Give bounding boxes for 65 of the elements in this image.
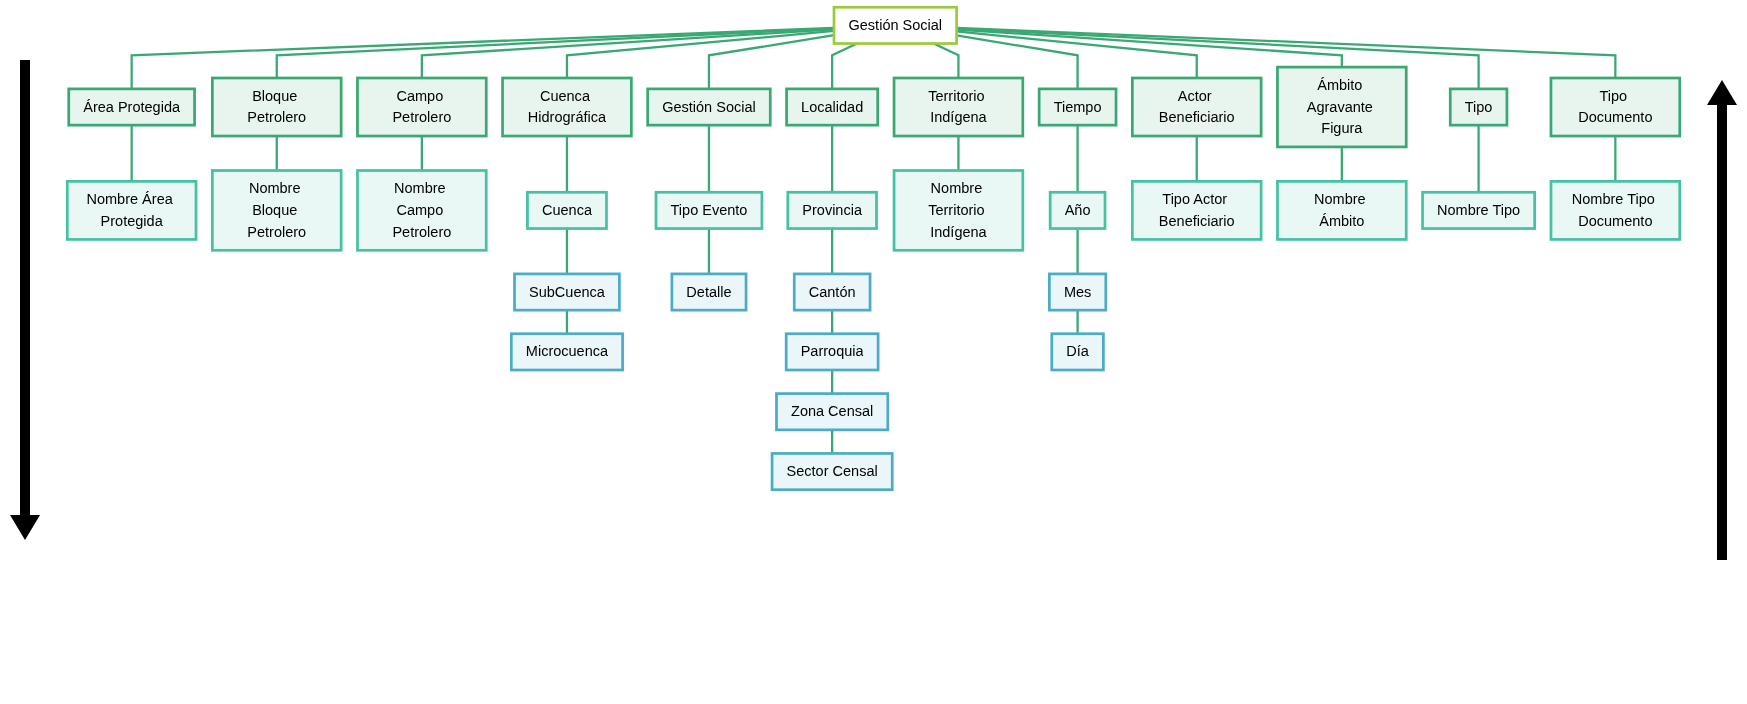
- node-box: Actor Beneficiario: [1131, 76, 1263, 138]
- connector: [707, 125, 711, 193]
- node-box: Territorio Indígena: [892, 76, 1025, 138]
- node-box: Parroquia: [784, 332, 880, 372]
- connector: [1195, 136, 1198, 182]
- node-box: Nombre Tipo: [1421, 190, 1536, 230]
- node-box: Detalle: [670, 272, 748, 312]
- connector: [831, 370, 834, 394]
- node-box: Cantón: [792, 272, 872, 312]
- connector: [1076, 125, 1079, 193]
- node-box: Microcuenca: [509, 332, 624, 372]
- node-box: Ámbito Agravante Figura: [1276, 65, 1408, 149]
- connector: [956, 28, 1343, 68]
- connector: [565, 310, 569, 334]
- connector: [707, 228, 711, 274]
- node-box: Área Protegida: [67, 87, 196, 127]
- connector: [956, 34, 1079, 89]
- node-box: Nombre Territorio Indígena: [892, 169, 1025, 252]
- connector: [420, 28, 835, 78]
- node-box: Tipo Documento: [1549, 76, 1682, 138]
- node-box: Nombre Tipo Documento: [1549, 180, 1682, 241]
- connector: [1340, 146, 1343, 182]
- node-box: Gestión Social: [646, 87, 772, 127]
- node-box: SubCuenca: [513, 272, 621, 312]
- node-box: Año: [1048, 190, 1107, 230]
- connector: [831, 429, 834, 454]
- node-box: Nombre Ámbito: [1276, 180, 1408, 241]
- connector: [565, 228, 569, 274]
- connector: [956, 26, 1617, 78]
- connector: [831, 125, 834, 193]
- node-box: Mes: [1048, 272, 1108, 312]
- connector: [275, 27, 835, 78]
- connector: [565, 29, 835, 78]
- connector: [956, 27, 1480, 89]
- node-box: Tiempo: [1037, 87, 1118, 127]
- connector: [1076, 228, 1079, 274]
- node-box: Gestión Social: [832, 5, 958, 45]
- node-box: Localidad: [785, 87, 880, 127]
- node-box: Tipo: [1448, 87, 1509, 127]
- connector: [957, 136, 960, 171]
- node-box: Día: [1050, 332, 1105, 372]
- connector: [1614, 136, 1617, 182]
- connector: [420, 136, 423, 171]
- node-box: Cuenca Hidrográfica: [501, 76, 633, 138]
- node-box: Provincia: [786, 190, 878, 230]
- node-box: Tipo Actor Beneficiario: [1131, 180, 1263, 241]
- node-box: Nombre Campo Petrolero: [356, 169, 488, 252]
- node-box: Cuenca: [526, 190, 608, 230]
- connector: [1477, 125, 1480, 193]
- node-box: Zona Censal: [775, 392, 890, 432]
- connector: [565, 136, 569, 193]
- node-box: Campo Petrolero: [356, 76, 488, 138]
- connector: [831, 228, 834, 274]
- connector: [130, 26, 835, 89]
- node-box: Nombre Área Protegida: [65, 180, 198, 241]
- connector: [707, 34, 835, 89]
- node-box: Bloque Petrolero: [211, 76, 343, 138]
- connector: [130, 125, 133, 182]
- connector: [831, 310, 834, 334]
- node-box: Tipo Evento: [654, 190, 764, 230]
- node-box: Sector Censal: [770, 452, 894, 492]
- connector: [956, 30, 1198, 78]
- node-box: Nombre Bloque Petrolero: [211, 169, 343, 252]
- connector: [275, 136, 278, 171]
- connector: [1076, 310, 1079, 334]
